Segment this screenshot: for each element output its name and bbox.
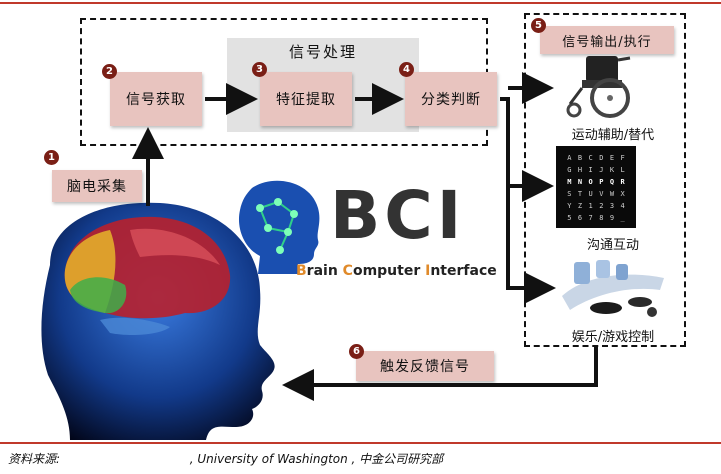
step-badge-1: 1 (44, 150, 59, 165)
step-label: 特征提取 (276, 92, 336, 108)
output-label-motion: 运动辅助/替代 (571, 128, 655, 143)
step-feature-extraction: 特征提取 (260, 72, 352, 126)
output-trunk-line (500, 97, 510, 290)
step-badge-6: 6 (349, 344, 364, 359)
top-rule (0, 2, 721, 4)
source-note: 资料来源: , University of Washington , 中金公司研… (8, 452, 444, 466)
bci-logo-subtitle: Brain Computer Interface (296, 263, 497, 279)
step-badge-2: 2 (102, 64, 117, 79)
step-label: 分类判断 (421, 92, 481, 108)
step-label: 信号输出/执行 (562, 34, 652, 50)
speller-letter: 5 (567, 214, 572, 222)
speller-letter: D (599, 154, 604, 162)
step-signal-acquisition: 信号获取 (110, 72, 202, 126)
speller-letter: X (620, 190, 625, 198)
speller-letter: M (567, 178, 572, 186)
wheelchair-icon (566, 56, 631, 118)
speller-letter: Q (609, 178, 615, 186)
speller-letter: A (567, 154, 572, 162)
step-label: 触发反馈信号 (380, 359, 470, 375)
speller-letter: J (599, 166, 604, 174)
output-label-communication: 沟通互动 (586, 238, 639, 253)
speller-letter: 7 (588, 214, 593, 222)
speller-letter: T (577, 190, 583, 198)
bci-logo-text: BCI (330, 177, 466, 254)
speller-letter: 6 (577, 214, 583, 222)
step-feedback-trigger: 触发反馈信号 (356, 351, 494, 381)
speller-letter: W (609, 190, 615, 198)
speller-letter: K (609, 166, 615, 174)
speller-letter: L (620, 166, 625, 174)
speller-letter: _ (620, 214, 625, 222)
arrow-feedback-to-brain (282, 347, 598, 401)
speller-letter: G (567, 166, 572, 174)
step-badge-4: 4 (399, 62, 414, 77)
speller-letter: F (620, 154, 625, 162)
speller-letter: P (599, 178, 604, 186)
speller-letter: N (577, 178, 583, 186)
speller-letter: S (567, 190, 572, 198)
speller-letter: B (577, 154, 583, 162)
speller-letter: Y (567, 202, 572, 210)
speller-letter: V (599, 190, 604, 198)
step-eeg-collection: 脑电采集 (52, 170, 142, 202)
speller-letter: O (588, 178, 593, 186)
processing-group-title: 信号处理 (288, 43, 357, 61)
speller-letter: U (588, 190, 593, 198)
speller-letter: 9 (609, 214, 615, 222)
brain-head-illustration (41, 202, 275, 440)
step-badge-3: 3 (252, 62, 267, 77)
speller-letter: E (609, 154, 615, 162)
bci-head-logo-icon (238, 180, 320, 274)
speller-letter: 3 (609, 202, 615, 210)
speller-letter: 8 (599, 214, 604, 222)
speller-letter: 2 (599, 202, 604, 210)
speller-letter: R (620, 178, 625, 186)
step-classification: 分类判断 (405, 72, 497, 126)
speller-letter: 1 (588, 202, 593, 210)
step-signal-output: 信号输出/执行 (540, 26, 674, 54)
step-label: 脑电采集 (67, 179, 127, 195)
step-label: 信号获取 (126, 92, 186, 108)
output-label-entertainment: 娱乐/游戏控制 (571, 330, 655, 345)
step-badge-5: 5 (531, 18, 546, 33)
game-controller-icon (562, 260, 664, 317)
speller-letter: Z (577, 202, 583, 210)
speller-letter: I (588, 166, 593, 174)
speller-letter: C (588, 154, 593, 162)
speller-letter: H (577, 166, 583, 174)
speller-letter: 4 (620, 202, 625, 210)
bottom-rule (0, 442, 721, 444)
